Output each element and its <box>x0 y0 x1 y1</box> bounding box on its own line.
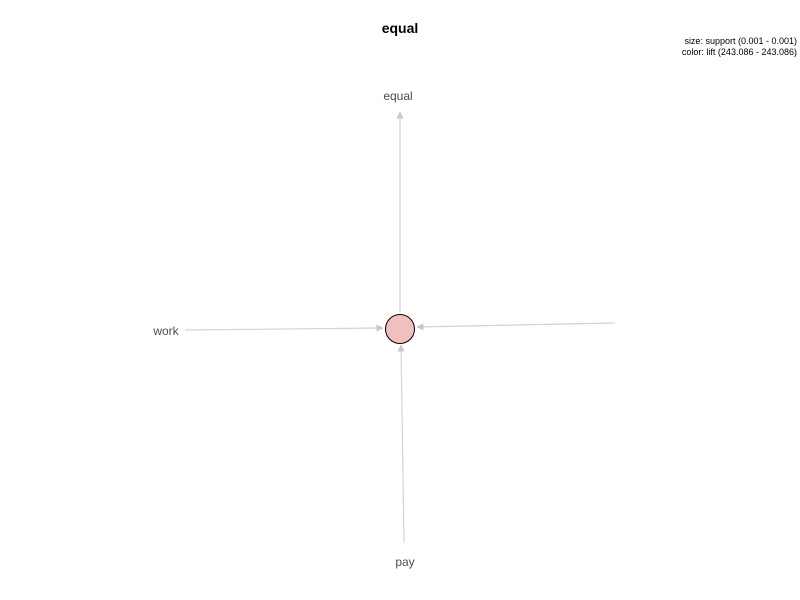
plot-title: equal <box>381 20 419 36</box>
node-label-work[interactable]: work <box>152 324 179 338</box>
legend-color: color: lift (243.086 - 243.086) <box>681 47 797 57</box>
legend: size: support (0.001 - 0.001) color: lif… <box>682 36 797 58</box>
edge-equal-to-rule <box>416 322 616 331</box>
node-label-equal[interactable]: equal <box>383 89 412 103</box>
edge-pay-to-rule <box>397 344 405 544</box>
node-label-pay[interactable]: pay <box>395 555 414 569</box>
rule-node[interactable] <box>385 314 415 344</box>
legend-size: size: support (0.001 - 0.001) <box>684 36 797 46</box>
edge-work-to-rule <box>184 324 384 332</box>
